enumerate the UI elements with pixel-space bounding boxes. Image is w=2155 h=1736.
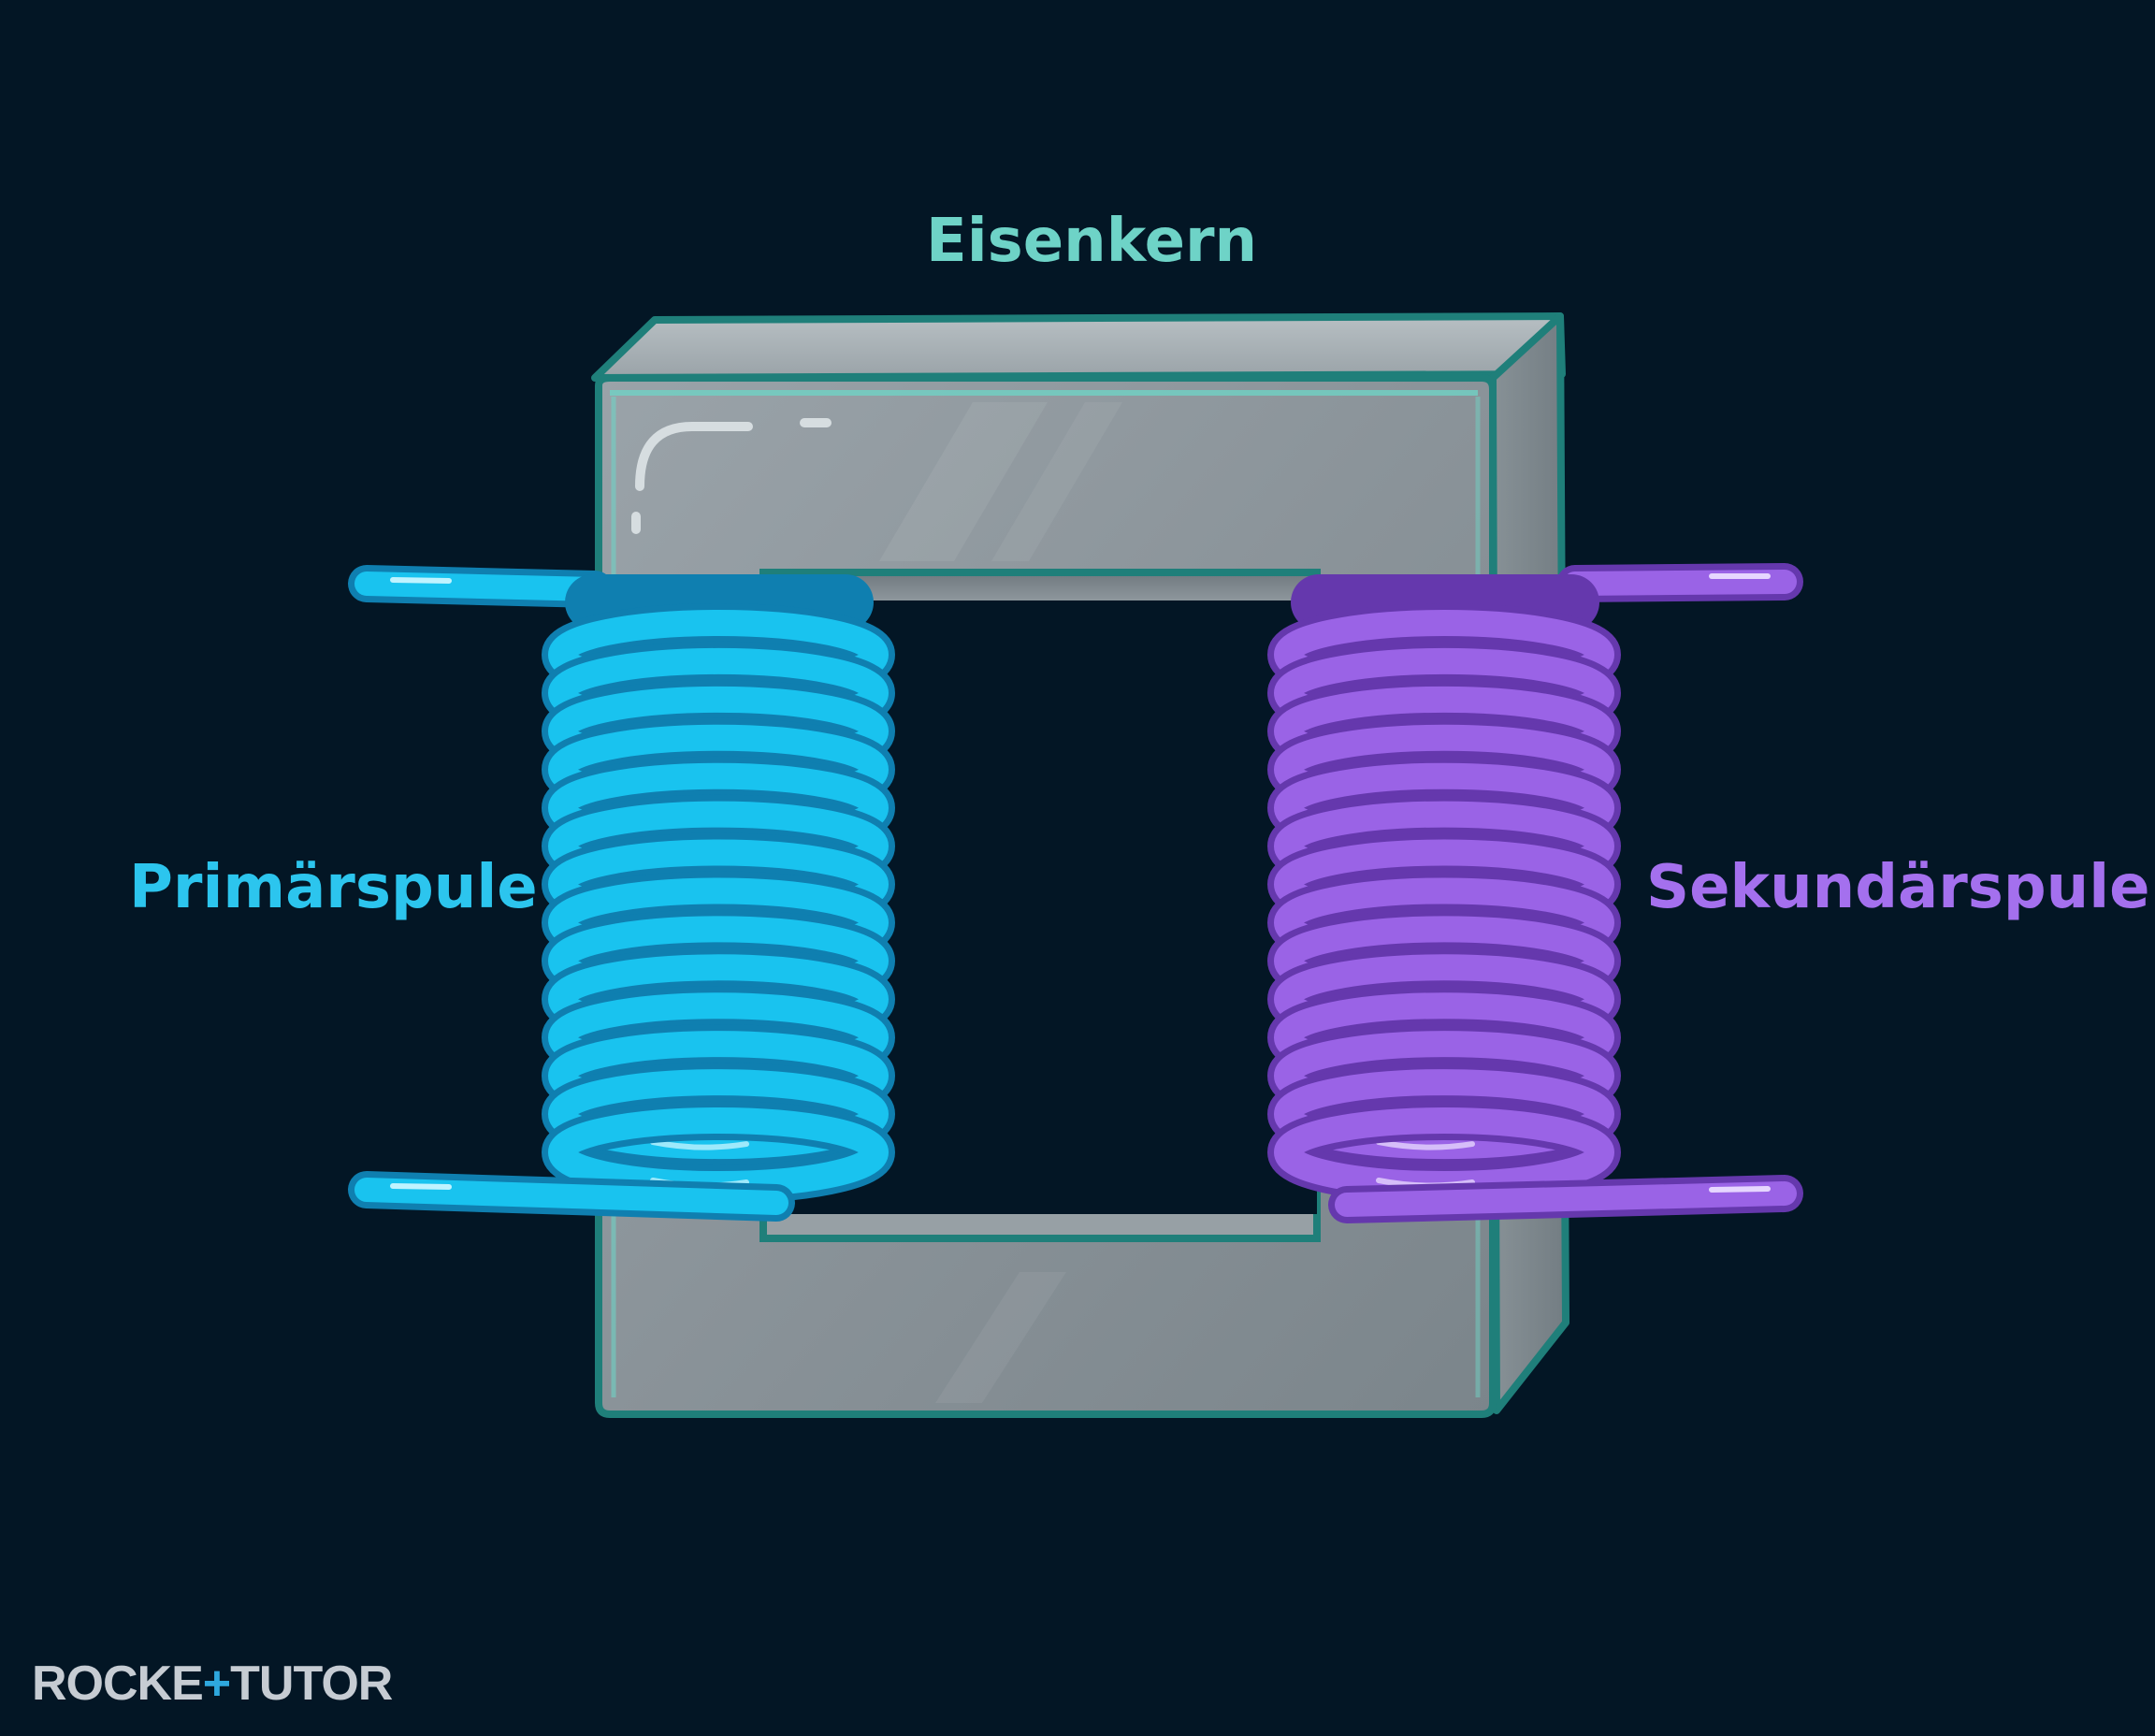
brand-logo: ROCKE+TUTOR [32,1656,393,1711]
logo-text-right: TUTOR [230,1656,393,1711]
iron-core-label: Eisenkern [926,207,1258,276]
primary-coil-icon [348,565,895,1222]
secondary-coil-label: Sekundärspule [1646,853,2150,922]
logo-text-left: ROCKE [32,1656,204,1711]
primary-coil-label: Primärspule [129,853,538,922]
secondary-coil-icon [1267,563,1803,1223]
secondary-coil-turn [1267,1063,1621,1166]
primary-coil-turn [542,1063,895,1166]
logo-plus: + [202,1656,231,1711]
